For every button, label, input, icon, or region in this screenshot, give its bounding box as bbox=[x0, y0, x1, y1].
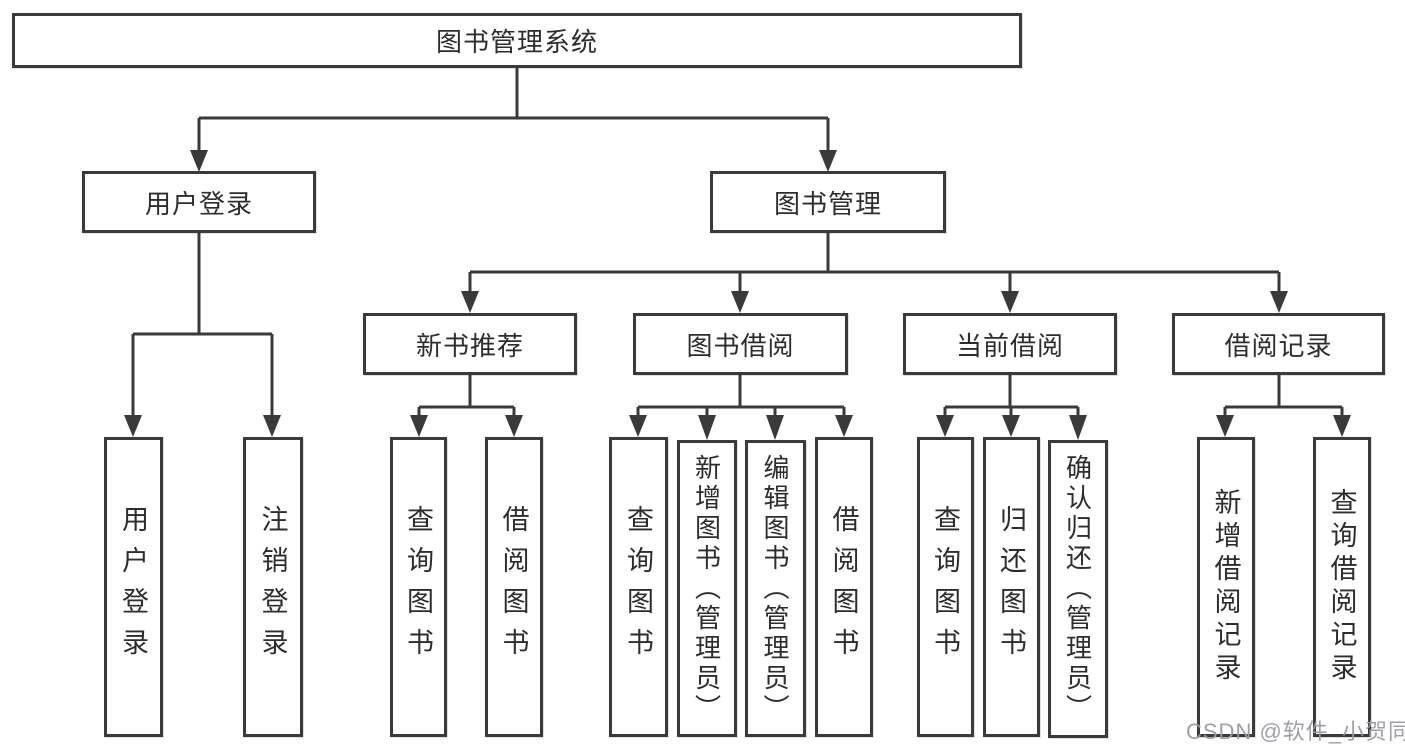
node-current-borrowing-label: 当前借阅 bbox=[955, 330, 1064, 361]
leaf-query-borrow-record-label: 查询借阅记录 bbox=[1326, 488, 1357, 686]
csdn-watermark: CSDN @软件_小贺同学 bbox=[1186, 719, 1405, 744]
leaf-query-books-3: 查询图书 bbox=[917, 437, 974, 737]
leaf-user-login-label: 用户登录 bbox=[118, 505, 148, 669]
leaf-confirm-return-admin: 确认归还（管理员） bbox=[1048, 440, 1108, 738]
node-root: 图书管理系统 bbox=[12, 13, 1022, 68]
leaf-query-books-1: 查询图书 bbox=[390, 437, 447, 737]
leaf-query-borrow-record: 查询借阅记录 bbox=[1313, 437, 1371, 737]
leaf-add-borrow-record: 新增借阅记录 bbox=[1197, 437, 1255, 737]
node-book-borrowing-label: 图书借阅 bbox=[686, 330, 795, 361]
leaf-borrow-books-1: 借阅图书 bbox=[485, 437, 543, 737]
leaf-logout: 注销登录 bbox=[243, 437, 303, 737]
leaf-edit-book-admin-label: 编辑图书（管理员） bbox=[760, 453, 790, 724]
leaf-return-books: 归还图书 bbox=[983, 437, 1040, 737]
leaf-query-books-3-label: 查询图书 bbox=[930, 505, 960, 669]
node-borrow-records: 借阅记录 bbox=[1172, 313, 1385, 375]
leaf-borrow-books-2-label: 借阅图书 bbox=[828, 505, 859, 669]
leaf-query-books-2: 查询图书 bbox=[609, 437, 668, 737]
leaf-confirm-return-admin-label: 确认归还（管理员） bbox=[1062, 454, 1093, 724]
leaf-add-book-admin: 新增图书（管理员） bbox=[677, 440, 737, 737]
leaf-return-books-label: 归还图书 bbox=[996, 505, 1026, 669]
node-book-management: 图书管理 bbox=[710, 171, 946, 233]
node-book-management-label: 图书管理 bbox=[773, 188, 882, 219]
leaf-query-books-2-label: 查询图书 bbox=[623, 505, 653, 669]
node-user-login: 用户登录 bbox=[82, 171, 316, 233]
leaf-user-login: 用户登录 bbox=[104, 437, 163, 737]
leaf-add-borrow-record-label: 新增借阅记录 bbox=[1210, 488, 1241, 686]
leaf-add-book-admin-label: 新增图书（管理员） bbox=[691, 453, 722, 724]
node-book-borrowing: 图书借阅 bbox=[633, 313, 848, 375]
node-borrow-records-label: 借阅记录 bbox=[1224, 330, 1333, 361]
node-root-label: 图书管理系统 bbox=[435, 27, 598, 57]
node-current-borrowing: 当前借阅 bbox=[903, 313, 1117, 375]
tree-edges bbox=[131, 68, 1344, 420]
node-new-book-recommend-label: 新书推荐 bbox=[415, 330, 524, 361]
leaf-borrow-books-1-label: 借阅图书 bbox=[498, 505, 529, 669]
arrowheads bbox=[124, 150, 1351, 440]
leaf-logout-label: 注销登录 bbox=[257, 505, 288, 669]
leaf-borrow-books-2: 借阅图书 bbox=[815, 437, 873, 737]
leaf-query-books-1-label: 查询图书 bbox=[403, 505, 433, 669]
leaf-edit-book-admin: 编辑图书（管理员） bbox=[745, 440, 806, 737]
node-new-book-recommend: 新书推荐 bbox=[363, 313, 577, 375]
node-user-login-label: 用户登录 bbox=[144, 188, 253, 219]
